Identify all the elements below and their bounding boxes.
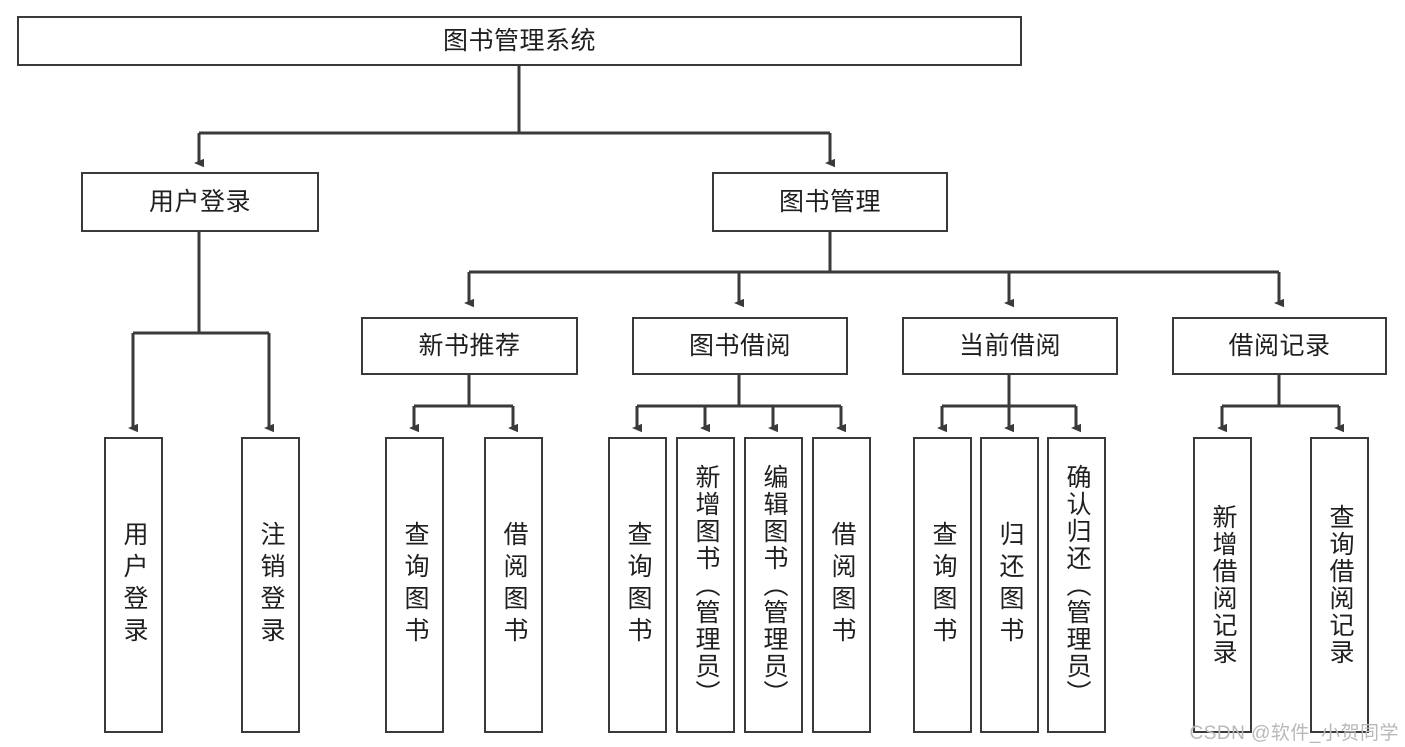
leaf-user-login[interactable]: 用户登录 xyxy=(104,437,163,733)
node-label: 图书管理 xyxy=(778,187,881,216)
node-label: 编辑图书（管理员） xyxy=(760,463,788,707)
node-label: 查询图书 xyxy=(624,521,652,649)
leaf-query-borrow-record[interactable]: 查询借阅记录 xyxy=(1310,437,1369,733)
node-new-book-recommend[interactable]: 新书推荐 xyxy=(361,317,578,375)
node-label: 新书推荐 xyxy=(418,331,521,360)
node-current-borrow[interactable]: 当前借阅 xyxy=(902,317,1118,375)
node-borrow-record[interactable]: 借阅记录 xyxy=(1172,317,1387,375)
node-label: 借阅图书 xyxy=(828,521,856,649)
leaf-logout[interactable]: 注销登录 xyxy=(241,437,300,733)
watermark-text: CSDN @软件_小贺同学 xyxy=(1189,723,1399,744)
leaf-borrow-book-recommend[interactable]: 借阅图书 xyxy=(484,437,543,733)
node-label: 新增图书（管理员） xyxy=(692,463,720,707)
leaf-confirm-return-admin[interactable]: 确认归还（管理员） xyxy=(1047,437,1106,733)
node-label: 注销登录 xyxy=(257,521,285,649)
leaf-query-book-current[interactable]: 查询图书 xyxy=(913,437,972,733)
node-label: 确认归还（管理员） xyxy=(1063,463,1091,707)
node-user-login[interactable]: 用户登录 xyxy=(81,172,319,232)
node-book-management[interactable]: 图书管理 xyxy=(712,172,948,232)
node-label: 归还图书 xyxy=(996,521,1024,649)
leaf-add-borrow-record[interactable]: 新增借阅记录 xyxy=(1193,437,1252,733)
leaf-edit-book-admin[interactable]: 编辑图书（管理员） xyxy=(744,437,803,733)
leaf-query-book-recommend[interactable]: 查询图书 xyxy=(385,437,444,733)
csdn-watermark: CSDN @软件_小贺同学 xyxy=(1190,718,1399,745)
node-label: 用户登录 xyxy=(148,187,251,216)
node-label: 借阅图书 xyxy=(500,521,528,649)
node-label: 查询图书 xyxy=(401,521,429,649)
leaf-return-book[interactable]: 归还图书 xyxy=(980,437,1039,733)
node-label: 用户登录 xyxy=(120,521,148,649)
node-label: 查询借阅记录 xyxy=(1326,504,1354,666)
node-label: 借阅记录 xyxy=(1228,331,1331,360)
node-root-book-management-system[interactable]: 图书管理系统 xyxy=(17,16,1022,66)
leaf-query-book-borrow[interactable]: 查询图书 xyxy=(608,437,667,733)
node-label: 图书管理系统 xyxy=(442,26,596,55)
node-label: 查询图书 xyxy=(929,521,957,649)
node-label: 当前借阅 xyxy=(958,331,1061,360)
leaf-borrow-book[interactable]: 借阅图书 xyxy=(812,437,871,733)
leaf-add-book-admin[interactable]: 新增图书（管理员） xyxy=(676,437,735,733)
node-label: 新增借阅记录 xyxy=(1209,504,1237,666)
node-book-borrow[interactable]: 图书借阅 xyxy=(632,317,848,375)
node-label: 图书借阅 xyxy=(688,331,791,360)
